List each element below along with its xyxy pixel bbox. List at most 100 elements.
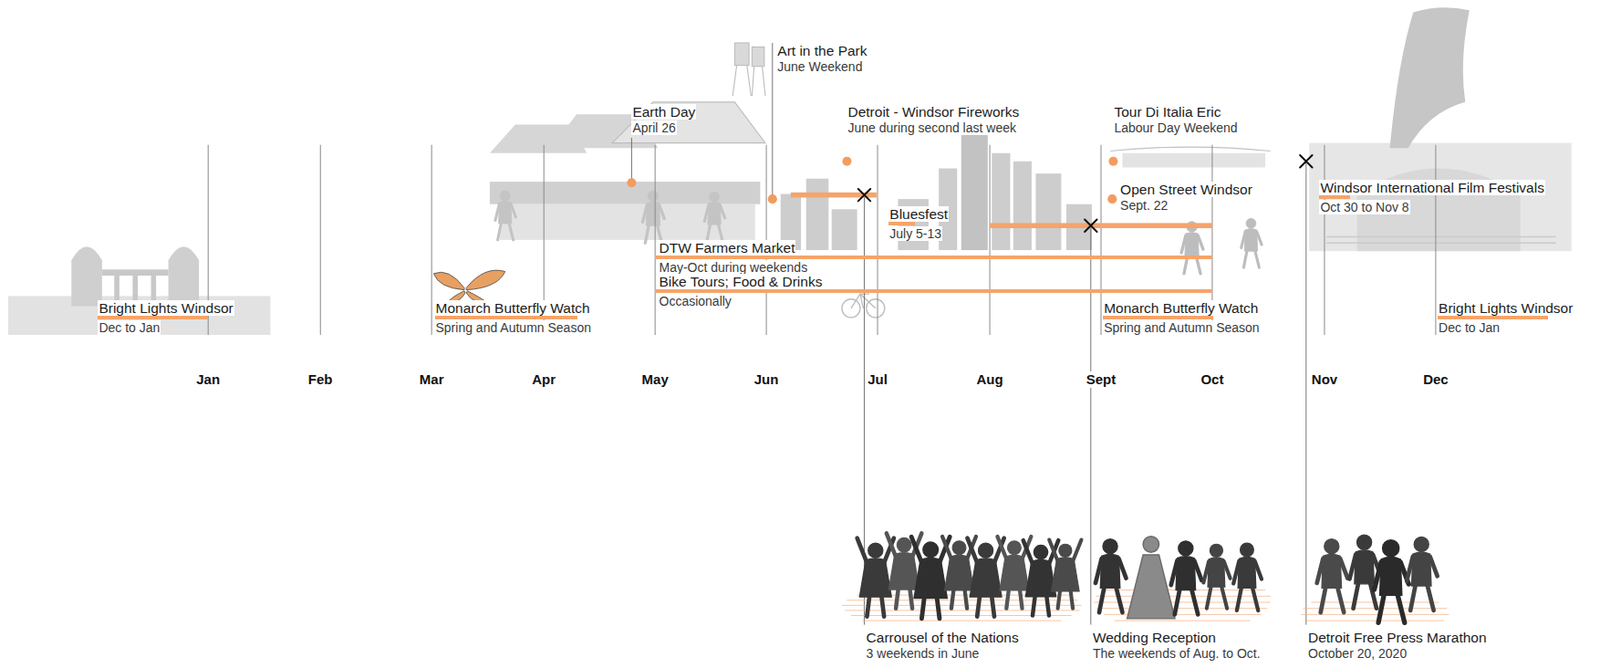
bicycle	[841, 293, 885, 318]
month-gridline	[1100, 145, 1102, 335]
event-title: DTW Farmers Market	[658, 239, 797, 256]
event-dot	[841, 156, 852, 167]
leader-line	[1305, 161, 1307, 625]
month-label: Jul	[865, 371, 890, 388]
ground-hatch	[1114, 620, 1251, 622]
event-date: Oct 30 to Nov 8	[1319, 199, 1410, 215]
dancers	[1049, 540, 1081, 609]
duration-bar	[989, 222, 1213, 229]
event-title: Windsor International Film Festivals	[1319, 179, 1546, 196]
event-dot	[768, 194, 778, 204]
month-label: Jun	[752, 371, 781, 388]
leader-line	[771, 42, 773, 196]
event-dot	[626, 177, 636, 188]
marathon-runners	[1374, 540, 1410, 624]
street-festival	[1181, 221, 1204, 274]
month-label: Oct	[1198, 371, 1226, 388]
month-label: Sept	[1084, 371, 1119, 388]
street-festival	[1241, 218, 1262, 268]
bright-lights-pavilion	[71, 246, 103, 306]
event-title: Monarch Butterfly Watch	[435, 300, 592, 316]
duration-bar	[1102, 315, 1214, 320]
event-title: Open Street Windsor	[1119, 181, 1254, 198]
event-date: June during second last week	[847, 120, 1018, 136]
wedding-guests	[1171, 540, 1203, 615]
farmers-market-tents	[489, 102, 766, 243]
event-title: Bike Tours; Food & Drinks	[658, 273, 824, 290]
marathon-runners	[1406, 536, 1438, 611]
duration-bar	[888, 221, 915, 226]
duration-bar	[1319, 195, 1351, 199]
month-label: May	[640, 371, 671, 388]
duration-bar	[790, 192, 1213, 229]
marathon-runners	[1317, 539, 1349, 613]
month-gridline	[1323, 145, 1325, 335]
event-title: Tour Di Italia Eric	[1112, 103, 1222, 120]
farmers-market-tents	[612, 102, 766, 144]
film-festival-theatre	[1326, 237, 1557, 244]
event-date: The weekends of Aug. to Oct.	[1091, 645, 1262, 661]
dancers	[857, 532, 1082, 619]
event-entry: Monarch Butterfly WatchSpring and Autumn…	[1102, 300, 1260, 335]
event-title: Monarch Butterfly Watch	[1102, 300, 1259, 316]
film-festival-theatre	[1390, 7, 1470, 148]
event-date: July 5-13	[888, 226, 943, 241]
event-dot	[626, 156, 1118, 204]
event-title: Bright Lights Windsor	[1437, 300, 1574, 316]
monarch-butterfly	[433, 270, 505, 304]
leader-line	[1090, 225, 1091, 624]
detroit-skyline	[1013, 161, 1032, 250]
leader-line	[631, 42, 1306, 625]
event-entry: Monarch Butterfly WatchSpring and Autumn…	[435, 300, 593, 335]
event-date: 3 weekends in June	[865, 645, 981, 661]
month-gridline	[989, 145, 991, 335]
detroit-skyline	[991, 153, 1010, 250]
farmers-market-tents	[489, 181, 760, 205]
marathon-runners	[1349, 534, 1381, 609]
wedding-guests	[1203, 543, 1230, 608]
art-easels	[732, 65, 766, 97]
event-date: May-Oct during weekends	[658, 259, 810, 275]
ground-hatch	[844, 609, 1080, 611]
street-festival	[1122, 153, 1266, 168]
event-title: Wedding Reception	[1091, 629, 1217, 645]
event-title: Art in the Park	[776, 42, 868, 59]
month-gridline	[877, 145, 879, 335]
event-entry: Art in the ParkJune Weekend	[776, 42, 868, 74]
event-entry: Detroit Free Press MarathonOctober 20, 2…	[1307, 629, 1488, 661]
event-entry: Bright Lights WindsorDec to Jan	[97, 300, 234, 335]
event-entry: Tour Di Italia EricLabour Day Weekend	[1112, 103, 1238, 136]
event-dot	[1108, 156, 1118, 167]
event-entry: Bright Lights WindsorDec to Jan	[1437, 300, 1574, 335]
leader-line	[631, 137, 633, 179]
event-title: Carrousel of the Nations	[865, 629, 1020, 645]
month-gridline	[320, 145, 322, 335]
event-title: Detroit Free Press Marathon	[1307, 629, 1488, 645]
wedding-guests	[1095, 539, 1127, 613]
event-date: April 26	[631, 120, 676, 136]
bright-lights-pavilion	[8, 246, 271, 335]
detroit-skyline	[831, 208, 858, 250]
event-date: Dec to Jan	[1437, 320, 1501, 335]
event-date: Sept. 22	[1119, 197, 1169, 213]
month-gridline	[654, 145, 656, 335]
event-entry: DTW Farmers MarketMay-Oct during weekend…	[658, 239, 1213, 275]
event-entry: Earth DayApril 26	[631, 103, 697, 136]
event-title: Earth Day	[631, 103, 697, 120]
month-label: Aug	[975, 371, 1006, 388]
marathon-runners	[1317, 534, 1438, 623]
event-entry: Wedding ReceptionThe weekends of Aug. to…	[1091, 629, 1262, 661]
month-label: Feb	[306, 371, 335, 388]
month-label: Nov	[1309, 371, 1340, 388]
street-festival	[1110, 146, 1271, 151]
bicycle	[851, 293, 876, 309]
detroit-skyline	[1035, 173, 1061, 250]
duration-bar	[1437, 315, 1549, 320]
event-date: Spring and Autumn Season	[1102, 320, 1260, 335]
bright-lights-pavilion	[8, 295, 271, 335]
art-easels	[732, 42, 766, 96]
cross-mark	[858, 155, 1313, 232]
event-dot	[1107, 194, 1117, 204]
detroit-skyline	[780, 135, 1092, 250]
